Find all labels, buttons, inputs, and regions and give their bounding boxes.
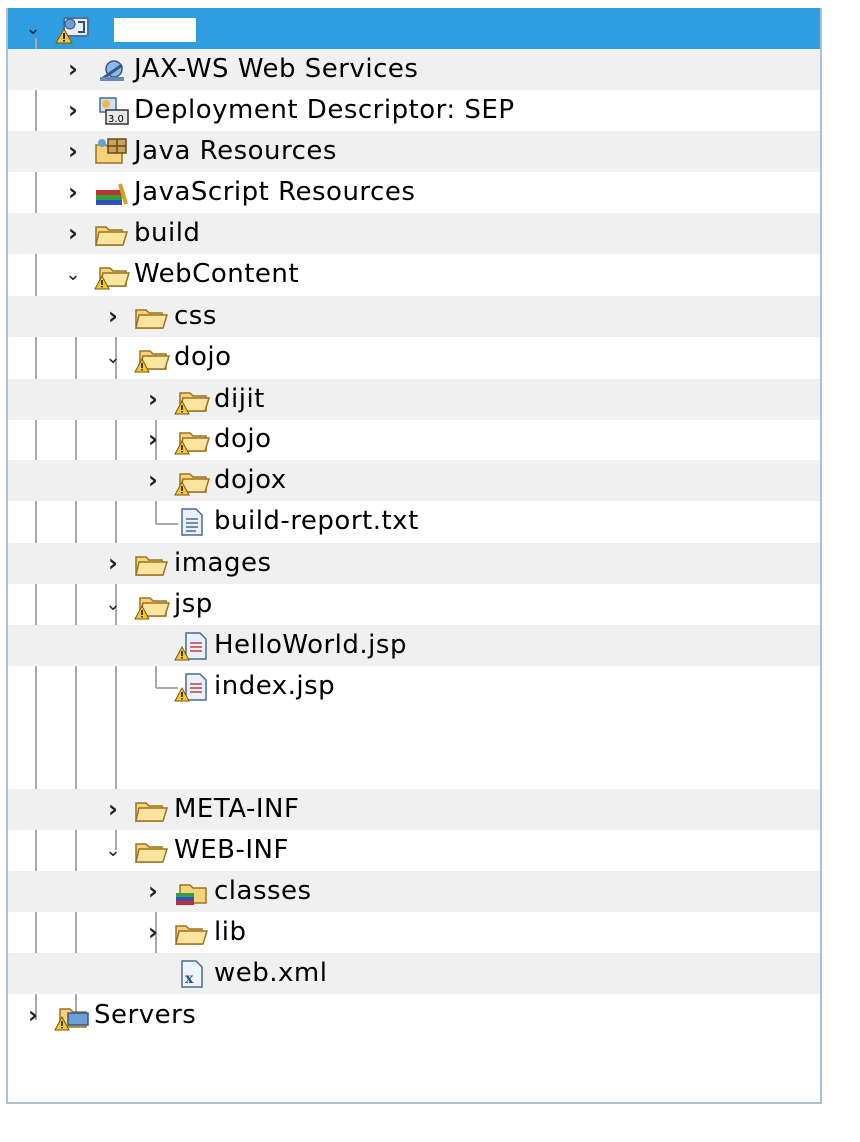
javascript-resources-icon: [96, 183, 128, 205]
tree-label: classes: [214, 876, 312, 906]
tree-row-build-report-txt[interactable]: build-report.txt: [8, 501, 820, 542]
svg-text:x: x: [185, 971, 194, 987]
tree-row-index-jsp[interactable]: index.jsp: [8, 666, 820, 707]
tree-row-web-inf[interactable]: ⌄ WEB-INF: [8, 830, 820, 871]
chevron-down-icon[interactable]: ⌄: [25, 18, 41, 39]
chevron-right-icon[interactable]: ›: [148, 385, 158, 413]
tree-row-helloworld-jsp[interactable]: HelloWorld.jsp: [8, 625, 820, 666]
chevron-right-icon[interactable]: ›: [68, 137, 78, 165]
tree-label: lib: [214, 917, 247, 947]
chevron-down-icon[interactable]: ⌄: [65, 264, 81, 285]
folder-icon: [135, 309, 169, 329]
chevron-right-icon[interactable]: ›: [148, 425, 158, 453]
tree-row-dojo[interactable]: ⌄ dojo: [8, 337, 820, 378]
folder-warning-icon: [174, 392, 210, 415]
tree-label: index.jsp: [214, 671, 336, 701]
folder-icon: [135, 843, 169, 863]
folder-icon: [175, 925, 209, 945]
tree-label: WebContent: [134, 259, 300, 289]
tree-label: Java Resources: [134, 136, 337, 166]
tree-label: HelloWorld.jsp: [214, 630, 407, 660]
jsp-file-warning-icon: [174, 632, 207, 661]
chevron-right-icon[interactable]: ›: [148, 466, 158, 494]
tree-row-java-resources[interactable]: › Java Resources: [8, 131, 820, 172]
folder-warning-icon: [94, 267, 130, 290]
tree-label: jsp: [174, 589, 213, 619]
tree-label: css: [174, 301, 217, 331]
tree-row-javascript-resources[interactable]: › JavaScript Resources: [8, 172, 820, 213]
tree-label: dojo: [174, 342, 232, 372]
web-services-icon: [100, 60, 124, 81]
tree-label: JavaScript Resources: [134, 177, 416, 207]
tree-row-css[interactable]: › css: [8, 296, 820, 337]
chevron-right-icon[interactable]: ›: [108, 549, 118, 577]
chevron-right-icon[interactable]: ›: [148, 918, 158, 946]
project-name-redacted: [114, 18, 196, 42]
redacted-region: [148, 714, 804, 752]
tree-row-images[interactable]: › images: [8, 543, 820, 584]
project-explorer-tree[interactable]: ⌄ › JAX-WS Web Services ›: [6, 8, 822, 1104]
folder-icon: [135, 802, 169, 822]
text-file-icon: [181, 508, 203, 536]
chevron-right-icon[interactable]: ›: [68, 55, 78, 83]
tree-row-dojo[interactable]: › dojo: [8, 419, 820, 460]
chevron-right-icon[interactable]: ›: [68, 178, 78, 206]
tree-row-web-xml[interactable]: x web.xml: [8, 953, 820, 994]
folder-warning-icon: [174, 473, 210, 496]
tree-row-root[interactable]: ⌄: [8, 8, 820, 49]
tree-label: META-INF: [174, 794, 300, 824]
xml-file-icon: x: [181, 960, 203, 988]
tree-row-servers[interactable]: › Servers: [8, 995, 820, 1036]
tree-row-meta-inf[interactable]: › META-INF: [8, 789, 820, 830]
folder-warning-icon: [134, 350, 170, 373]
tree-label: build: [134, 218, 201, 248]
tree-row-dojox[interactable]: › dojox: [8, 460, 820, 501]
tree-label: dojo: [214, 424, 272, 454]
chevron-right-icon[interactable]: ›: [68, 96, 78, 124]
folder-icon: [135, 556, 169, 576]
tree-row-webcontent[interactable]: ⌄ WebContent: [8, 254, 820, 295]
svg-text:3.0: 3.0: [108, 114, 124, 125]
tree-label: build-report.txt: [214, 506, 419, 536]
chevron-right-icon[interactable]: ›: [68, 219, 78, 247]
chevron-down-icon[interactable]: ⌄: [105, 594, 121, 615]
tree-row-jax-ws-web-services[interactable]: › JAX-WS Web Services: [8, 49, 820, 90]
folder-warning-icon: [134, 597, 170, 620]
chevron-right-icon[interactable]: ›: [28, 1001, 38, 1029]
tree-row-deployment-descriptor-sep[interactable]: › 3.0 Deployment Descriptor: SEP: [8, 90, 820, 131]
chevron-right-icon[interactable]: ›: [108, 795, 118, 823]
chevron-right-icon[interactable]: ›: [148, 877, 158, 905]
classes-folder-icon: [176, 884, 207, 905]
tree-label: dijit: [214, 384, 265, 414]
folder-warning-icon: [174, 432, 210, 455]
tree-label: JAX-WS Web Services: [134, 54, 419, 84]
tree-row-dijit[interactable]: › dijit: [8, 379, 820, 420]
tree-label: images: [174, 548, 272, 578]
web-project-icon: [55, 17, 89, 44]
tree-label: web.xml: [214, 958, 328, 988]
tree-label: Deployment Descriptor: SEP: [134, 95, 515, 125]
folder-icon: [95, 226, 129, 246]
java-resources-icon: [95, 138, 127, 164]
tree-row-jsp[interactable]: ⌄ jsp: [8, 584, 820, 625]
tree-row-classes[interactable]: › classes: [8, 871, 820, 912]
jsp-file-warning-icon: [174, 673, 207, 702]
tree-row-lib[interactable]: › lib: [8, 912, 820, 953]
tree-label: Servers: [94, 1000, 197, 1030]
tree-label: dojox: [214, 465, 287, 495]
deployment-descriptor-icon: 3.0: [99, 97, 129, 125]
chevron-right-icon[interactable]: ›: [108, 302, 118, 330]
servers-folder-icon: [54, 1008, 89, 1031]
chevron-down-icon[interactable]: ⌄: [105, 347, 121, 368]
chevron-down-icon[interactable]: ⌄: [105, 840, 121, 861]
tree-row-build[interactable]: › build: [8, 213, 820, 254]
tree-label: WEB-INF: [174, 835, 289, 865]
